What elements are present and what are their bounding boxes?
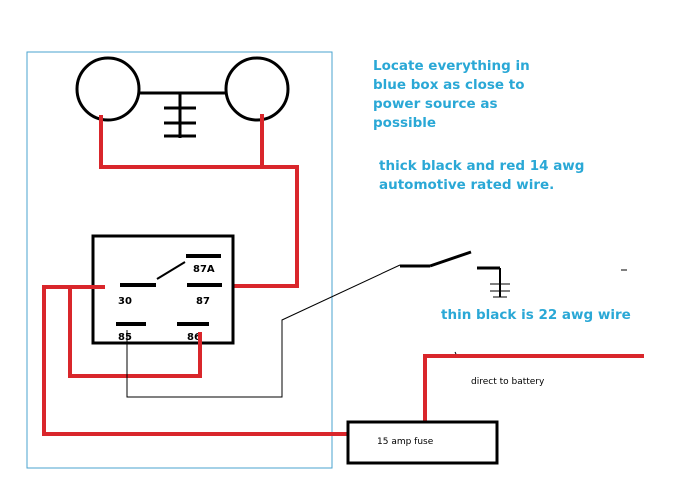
note-thick-wire: thick black and red 14 awg automotive ra… [379,158,585,193]
terminal-30-label: 30 [118,296,132,307]
switch-ground-icon [490,268,510,298]
relay-contacts [116,254,222,326]
relay-body [91,234,235,345]
terminal-87a-label: 87A [193,264,215,275]
relay-86-coil-wire [68,287,202,378]
terminal-87-label: 87 [196,296,210,307]
headlight-power-wire [99,114,264,169]
note-thin-wire: thin black is 22 awg wire [441,307,631,323]
headlight-ground-icon [164,93,196,138]
headlight-left-icon [75,56,141,122]
relay-switch-arm [156,261,186,280]
toggle-switch-icon [400,250,500,270]
enclosure-box [26,51,333,469]
headlight-right-icon [224,56,290,122]
fuse-box [346,420,499,465]
stray-tick [454,351,457,355]
battery-label: direct to battery [471,377,545,387]
fuse-label: 15 amp fuse [377,437,434,447]
power-main-wire [42,285,348,436]
note-locate-in-box: Locate everything in blue box as close t… [373,58,530,131]
switch-signal-wire [126,264,401,398]
battery-feed-wire [423,354,644,422]
terminal-86-label: 86 [187,332,201,343]
terminal-85-label: 85 [118,332,132,343]
relay-87-to-headlight-wire [231,165,299,288]
